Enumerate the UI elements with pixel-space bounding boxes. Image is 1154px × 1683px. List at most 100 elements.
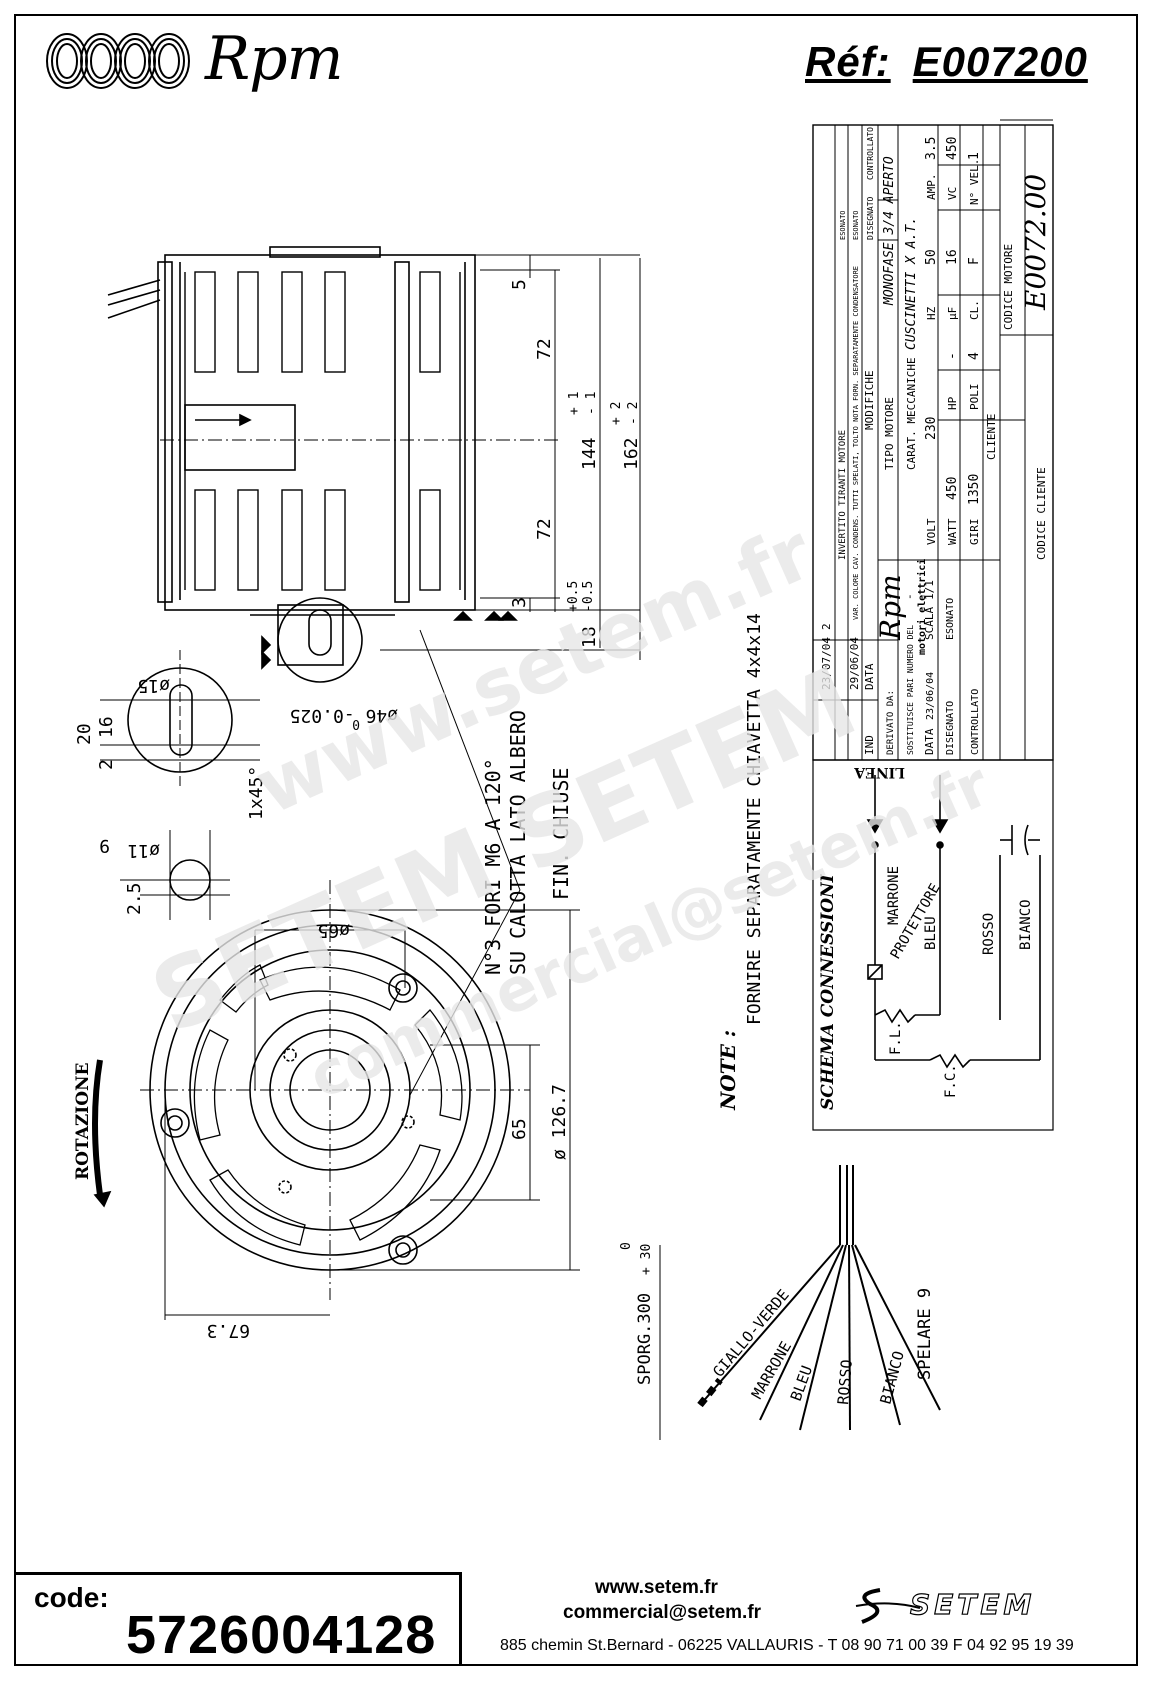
rev1-date: 29/06/04 bbox=[848, 637, 861, 690]
volt-value: 230 bbox=[924, 417, 939, 440]
uf-label: µF bbox=[946, 307, 959, 320]
dim-20: 20 bbox=[74, 723, 95, 745]
dim-144: 144 bbox=[579, 437, 600, 470]
cable-length-tol-zero: 0 bbox=[619, 1242, 634, 1250]
watt-value: 450 bbox=[945, 477, 960, 500]
wire-bleu-label: BLEU bbox=[923, 916, 939, 950]
holes-note-line2: SU CALOTTA LATO ALBERO bbox=[506, 710, 530, 975]
connections-title: SCHEMA CONNESSIONI bbox=[818, 873, 838, 1110]
ind-header: IND bbox=[863, 735, 876, 755]
wire-bianco-label: BIANCO bbox=[1018, 899, 1034, 950]
carat-label: CARAT. MECCANICHE bbox=[905, 357, 918, 470]
carat-value: CUSCINETTI X A.T. bbox=[904, 217, 919, 350]
dim-11: ø11 bbox=[127, 840, 160, 861]
data-label: DATA bbox=[923, 728, 936, 755]
dim-72-top: 72 bbox=[534, 338, 555, 360]
esonato-small-2: ESONATO bbox=[852, 210, 860, 240]
dim-162-tol-plus: + 2 bbox=[609, 402, 624, 425]
poli-label: POLI bbox=[968, 384, 981, 411]
hz-value: 50 bbox=[924, 249, 939, 265]
derivato-value: - bbox=[883, 593, 896, 600]
codice-cliente-label: CODICE CLIENTE bbox=[1035, 467, 1048, 560]
dim-65: 65 bbox=[509, 1118, 530, 1140]
company-address: 885 chemin St.Bernard - 06225 VALLAURIS … bbox=[500, 1637, 1074, 1654]
contact-website[interactable]: www.setem.fr bbox=[595, 1577, 718, 1598]
rev2-date: 23/07/04 bbox=[820, 637, 833, 690]
line-label: LINEA bbox=[853, 764, 905, 780]
data-header: DATA bbox=[863, 663, 876, 690]
fl-label: F.L. bbox=[888, 1021, 904, 1055]
scala-label: SCALA bbox=[923, 607, 936, 640]
contact-email[interactable]: commercial@setem.fr bbox=[563, 1602, 762, 1623]
brand-name: Rpm bbox=[205, 24, 343, 94]
dim-144-tol-minus: - 1 bbox=[584, 392, 599, 415]
codice-motore-value: E0072.00 bbox=[1019, 174, 1052, 311]
reference-value: E007200 bbox=[912, 38, 1088, 85]
code-label: code: bbox=[34, 1582, 109, 1613]
esonato-label: ESONATO bbox=[945, 598, 956, 640]
dim-2: 2 bbox=[96, 759, 117, 770]
dim-shaft-zero: 0 bbox=[352, 716, 360, 731]
rev2-number: 2 bbox=[820, 623, 833, 630]
cable-rosso: ROSSO bbox=[834, 1359, 856, 1406]
fc-label: F.C. bbox=[943, 1064, 959, 1098]
drawing-frame bbox=[14, 14, 1138, 1666]
cable-length-tol-plus: + 30 bbox=[639, 1244, 654, 1275]
dim-65-circle: ø65 bbox=[317, 920, 350, 941]
code-box bbox=[14, 1572, 462, 1666]
controllato-small: CONTROLLATO bbox=[866, 127, 875, 180]
poli-value: 4 bbox=[967, 352, 982, 360]
title-block-subtitle: motori elettrici bbox=[916, 559, 928, 655]
hz-label: HZ bbox=[925, 306, 938, 320]
setem-logo-text: SETEM bbox=[910, 1588, 1035, 1621]
note-label: NOTE : bbox=[716, 1030, 740, 1111]
vc-label: VC bbox=[946, 187, 959, 200]
tipo-motore-label: TIPO MOTORE bbox=[883, 397, 896, 470]
holes-note-line1: N°3 FORI M6 A 120° bbox=[481, 758, 505, 975]
disegnato-label: DISEGNATO bbox=[945, 701, 956, 755]
data-value: 23/06/04 bbox=[925, 672, 936, 720]
codice-motore-label: CODICE MOTORE bbox=[1002, 244, 1015, 330]
cable-strip-note: SPELARE 9 bbox=[915, 1288, 935, 1380]
dim-3: 3 bbox=[509, 597, 530, 608]
controllato-label: CONTROLLATO bbox=[970, 689, 981, 755]
giri-value: 1350 bbox=[967, 474, 982, 505]
giri-label: GIRI bbox=[968, 519, 981, 546]
watt-label: WATT bbox=[946, 518, 959, 545]
dim-tol-minus-05: -0.5 bbox=[581, 581, 596, 612]
dim-16: 16 bbox=[96, 716, 117, 738]
rev1-text: VAR. COLORE CAV. CONDENS. TUTTI SPELATI,… bbox=[852, 266, 860, 620]
amp-value: 3.5 bbox=[924, 137, 939, 160]
dim-18: 18 bbox=[579, 626, 600, 648]
fins-note: FIN. CHIUSE bbox=[549, 768, 573, 900]
rotation-label: ROTAZIONE bbox=[73, 1062, 93, 1180]
sostituisce-value: - bbox=[903, 593, 916, 600]
esonato-small-1: ESONATO bbox=[839, 210, 847, 240]
reference-number: Réf:E007200 bbox=[805, 38, 1088, 86]
dim-shaft-diameter: ø46 -0.025 bbox=[290, 705, 398, 726]
dim-5: 5 bbox=[509, 279, 530, 290]
motor-body-side bbox=[164, 254, 476, 611]
dim-tol-plus-05: +0.5 bbox=[566, 581, 581, 612]
dim-15: ø15 bbox=[137, 675, 170, 696]
volt-label: VOLT bbox=[925, 518, 938, 545]
dim-2-5: 2.5 bbox=[124, 882, 145, 915]
cl-label: CL. bbox=[968, 300, 981, 320]
vc-value: 450 bbox=[945, 137, 960, 160]
dim-144-tol-plus: + 1 bbox=[567, 392, 582, 415]
nvel-label: N° VEL. bbox=[968, 159, 981, 205]
scala-value: 1/1 bbox=[923, 580, 936, 600]
note-text: FORNIRE SEPARATAMENTE CHIAVETTA 4x4x14 bbox=[744, 613, 765, 1025]
dim-9: 9 bbox=[99, 835, 110, 856]
disegnato-small: DISEGNATO bbox=[866, 196, 875, 240]
rev2-text: INVERTITO TIRANTI MOTORE bbox=[838, 430, 848, 560]
uf-value: 16 bbox=[945, 249, 960, 265]
wire-marrone-label: MARRONE bbox=[886, 866, 902, 925]
dim-72-bottom: 72 bbox=[534, 518, 555, 540]
sostituisce-label: SOSTITUISCE PARI NUMERO DEL bbox=[906, 625, 915, 755]
dim-126-7: ø 126.7 bbox=[549, 1084, 570, 1160]
nvel-value: 1 bbox=[967, 152, 982, 160]
hp-value: - bbox=[945, 352, 960, 360]
dim-67-3: 67.3 bbox=[207, 1320, 250, 1341]
